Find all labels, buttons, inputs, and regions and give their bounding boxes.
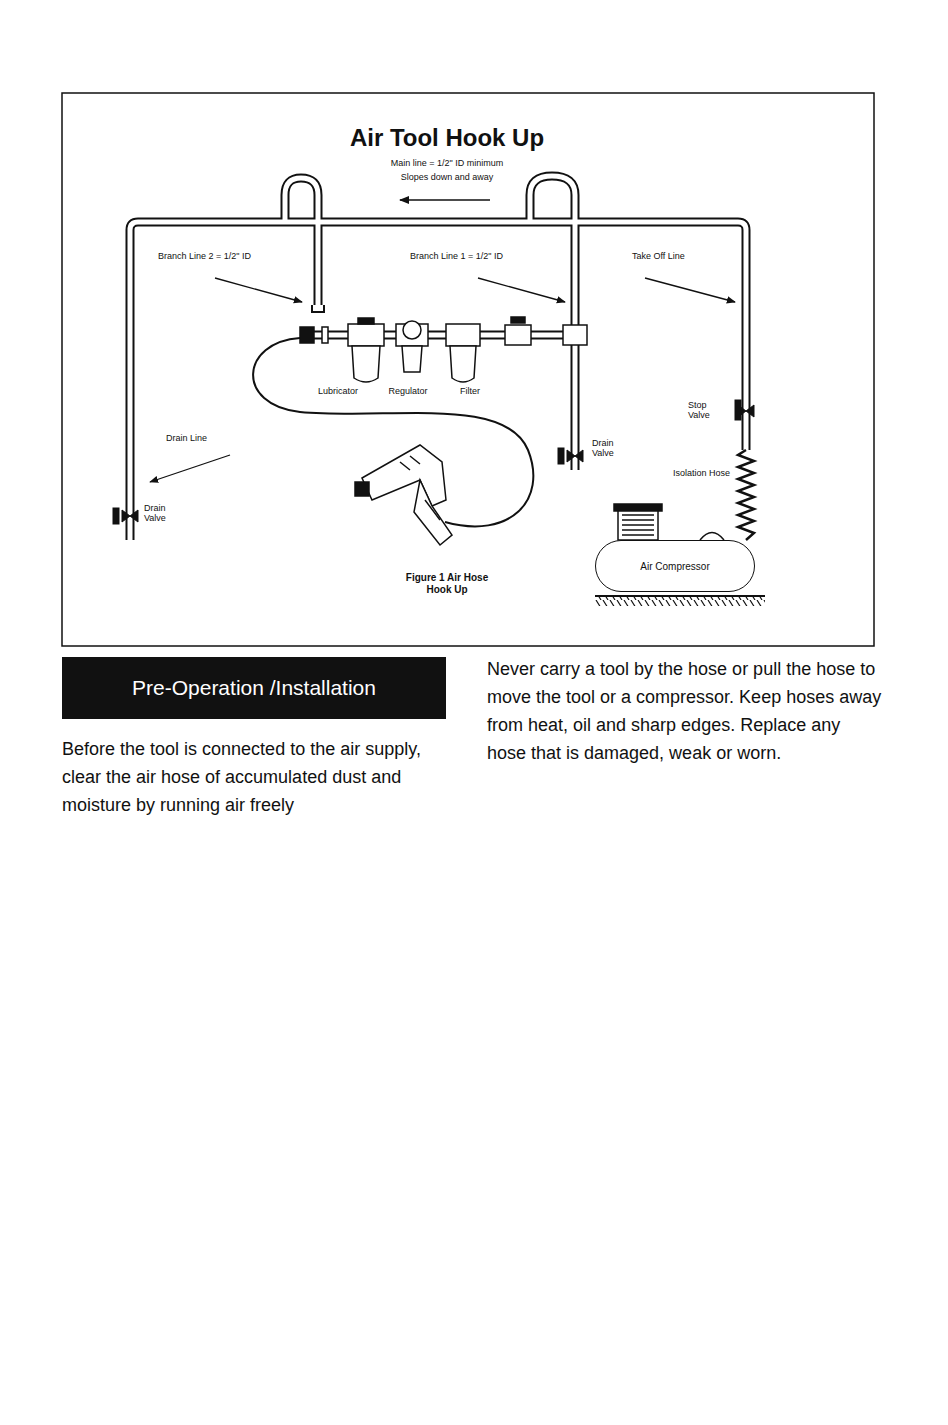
body-text: Before the tool is connected to the air …	[62, 735, 457, 819]
part-label: Stop Valve	[688, 400, 728, 421]
impact-wrench	[355, 445, 452, 545]
slope-arrow	[400, 199, 490, 201]
valve	[113, 400, 754, 524]
figure-caption: Figure 1 Air Hose Hook Up	[397, 572, 497, 595]
air-pipe	[130, 176, 746, 540]
air-compressor-tank: Air Compressor	[595, 540, 755, 592]
isolation-hose	[738, 450, 754, 540]
pipe-note: Slopes down and away	[347, 172, 547, 182]
figure-frame	[62, 93, 874, 646]
line-label: Drain Line	[166, 433, 246, 443]
part-label: Regulator	[378, 386, 438, 396]
body-text: Never carry a tool by the hose or pull t…	[487, 655, 882, 767]
frl-unit	[300, 317, 587, 382]
line-label: Branch Line 2 = 1/2" ID	[158, 251, 298, 261]
part-label: Drain Valve	[144, 503, 184, 524]
diagram-title: Air Tool Hook Up	[247, 124, 647, 152]
ground-hatch	[595, 596, 765, 606]
node-text: Pre-Operation /Installation	[132, 676, 376, 700]
leader-line	[478, 278, 565, 302]
air-pipe	[130, 176, 746, 540]
node-text: Air Compressor	[640, 561, 709, 572]
part-label: Filter	[440, 386, 500, 396]
pipe-spec: Main line = 1/2" ID minimum	[347, 158, 547, 168]
part-label: Isolation Hose	[668, 468, 730, 478]
leader-line	[150, 455, 230, 482]
line-label: Take Off Line	[632, 251, 722, 261]
air-hose	[253, 338, 533, 526]
section-heading: Pre-Operation /Installation	[62, 657, 446, 719]
ground-line	[595, 595, 765, 597]
branch-outlet	[312, 305, 324, 312]
part-label: Lubricator	[308, 386, 368, 396]
leader-line	[215, 278, 302, 302]
compressor-motor	[614, 504, 724, 540]
part-label: Drain Valve	[592, 438, 632, 459]
leader-line	[645, 278, 735, 302]
line-label: Branch Line 1 = 1/2" ID	[410, 251, 550, 261]
